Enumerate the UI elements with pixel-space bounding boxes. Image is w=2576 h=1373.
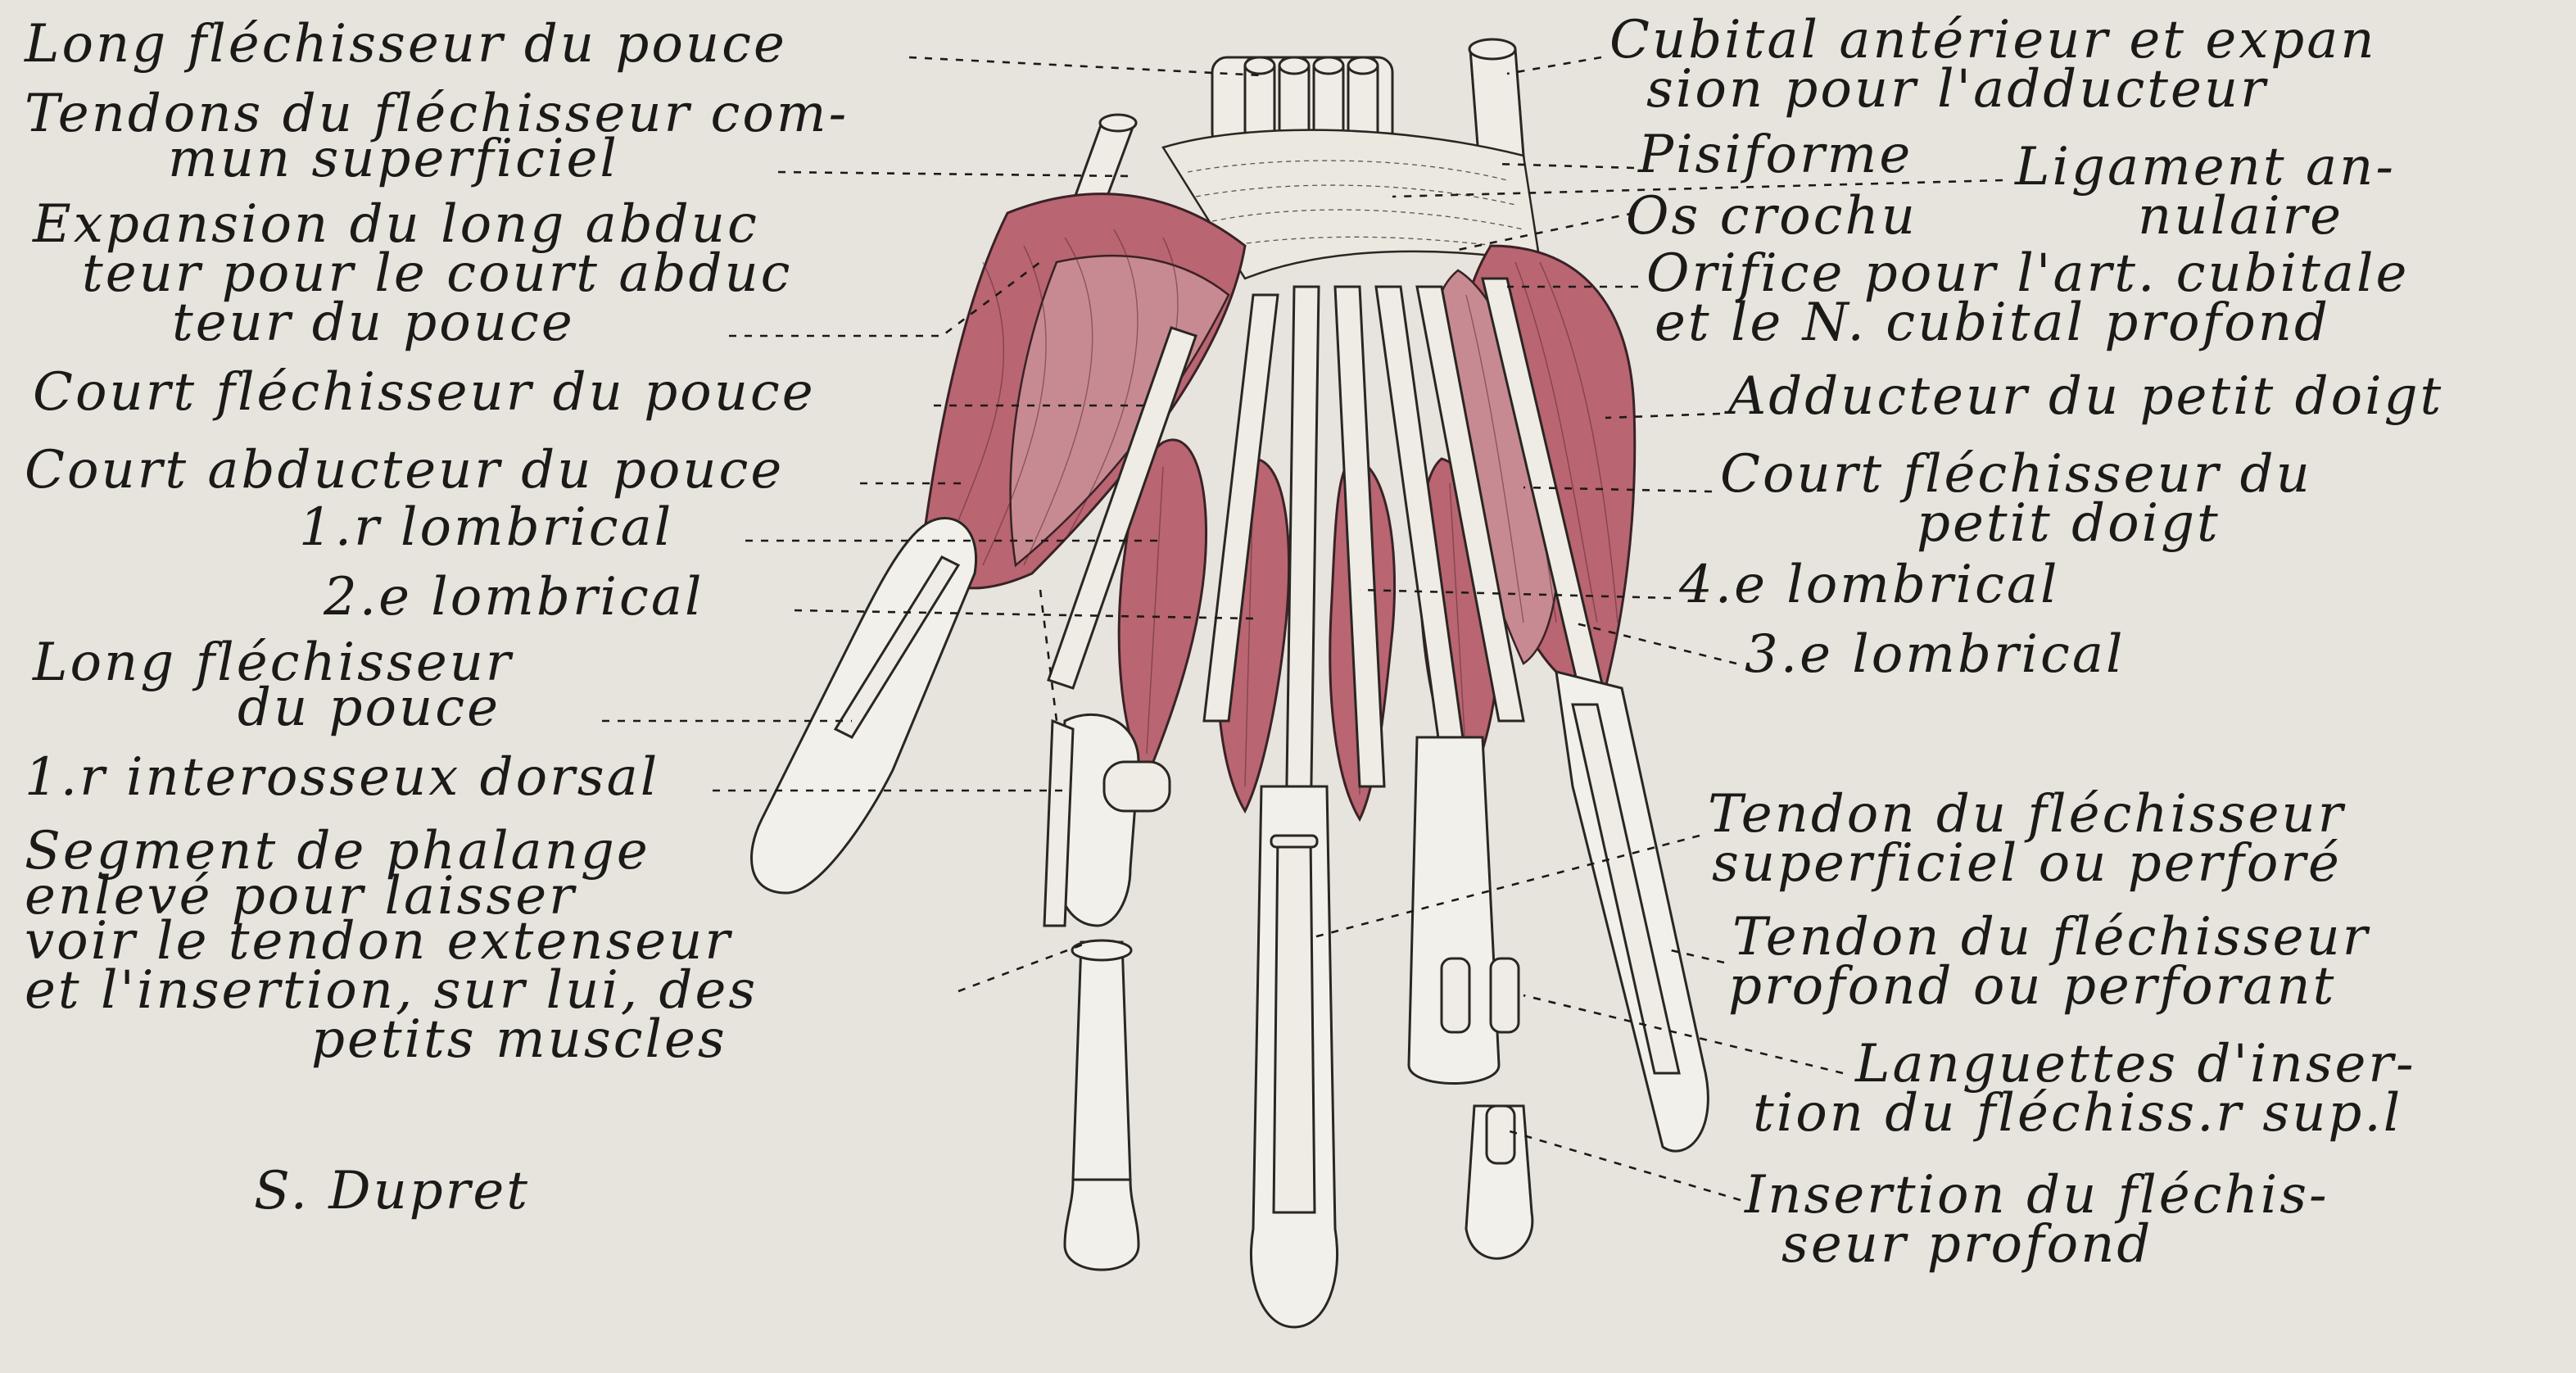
label-long-flechisseur-pouce: Long fléchisseur du pouce bbox=[24, 14, 787, 75]
little-finger bbox=[1556, 672, 1708, 1151]
label-3e-lombrical: 3.e lombrical bbox=[1745, 624, 2125, 685]
label-expansion-3: teur du pouce bbox=[172, 292, 575, 353]
label-tendons-flechisseur-2: mun superficiel bbox=[168, 129, 619, 189]
label-1er-lombrical: 1.r lombrical bbox=[299, 497, 673, 558]
signature: S. Dupret bbox=[254, 1161, 530, 1221]
label-adducteur-petit-doigt: Adducteur du petit doigt bbox=[1724, 366, 2443, 427]
label-2e-lombrical: 2.e lombrical bbox=[323, 567, 704, 628]
label-os-crochu: Os crochu bbox=[1626, 186, 1917, 247]
index-finger bbox=[1044, 714, 1170, 1270]
thumb bbox=[752, 519, 976, 894]
label-languettes-2: tion du fléchiss.r sup.l bbox=[1753, 1083, 2402, 1144]
label-pisiforme: Pisiforme bbox=[1637, 125, 1913, 185]
hand-illustration bbox=[752, 39, 1709, 1327]
label-long-flechisseur-2: du pouce bbox=[238, 677, 500, 738]
label-ligament-annulaire-2: nulaire bbox=[2138, 186, 2343, 247]
label-orifice-2: et le N. cubital profond bbox=[1655, 292, 2330, 353]
right-labels: Cubital antérieur et expan sion pour l'a… bbox=[1609, 10, 2443, 1275]
label-1er-interosseux: 1.r interosseux dorsal bbox=[25, 747, 659, 808]
label-cubital-anterieur-2: sion pour l'adducteur bbox=[1646, 59, 2268, 120]
middle-finger bbox=[1251, 786, 1337, 1327]
label-tendon-profond-2: profond ou perforant bbox=[1728, 956, 2336, 1017]
label-court-abducteur-pouce: Court abducteur du pouce bbox=[25, 440, 784, 501]
label-insertion-2: seur profond bbox=[1781, 1214, 2153, 1275]
label-4e-lombrical: 4.e lombrical bbox=[1678, 555, 2059, 615]
left-labels: Long fléchisseur du pouce Tendons du flé… bbox=[24, 14, 849, 1221]
label-segment-5: petits muscles bbox=[311, 1009, 727, 1070]
label-court-flechisseur-pouce: Court fléchisseur du pouce bbox=[33, 362, 816, 423]
label-tendon-superficiel-2: superficiel ou perforé bbox=[1712, 833, 2342, 894]
ring-finger bbox=[1409, 737, 1532, 1258]
label-court-flechisseur-petit-2: petit doigt bbox=[1917, 493, 2221, 554]
